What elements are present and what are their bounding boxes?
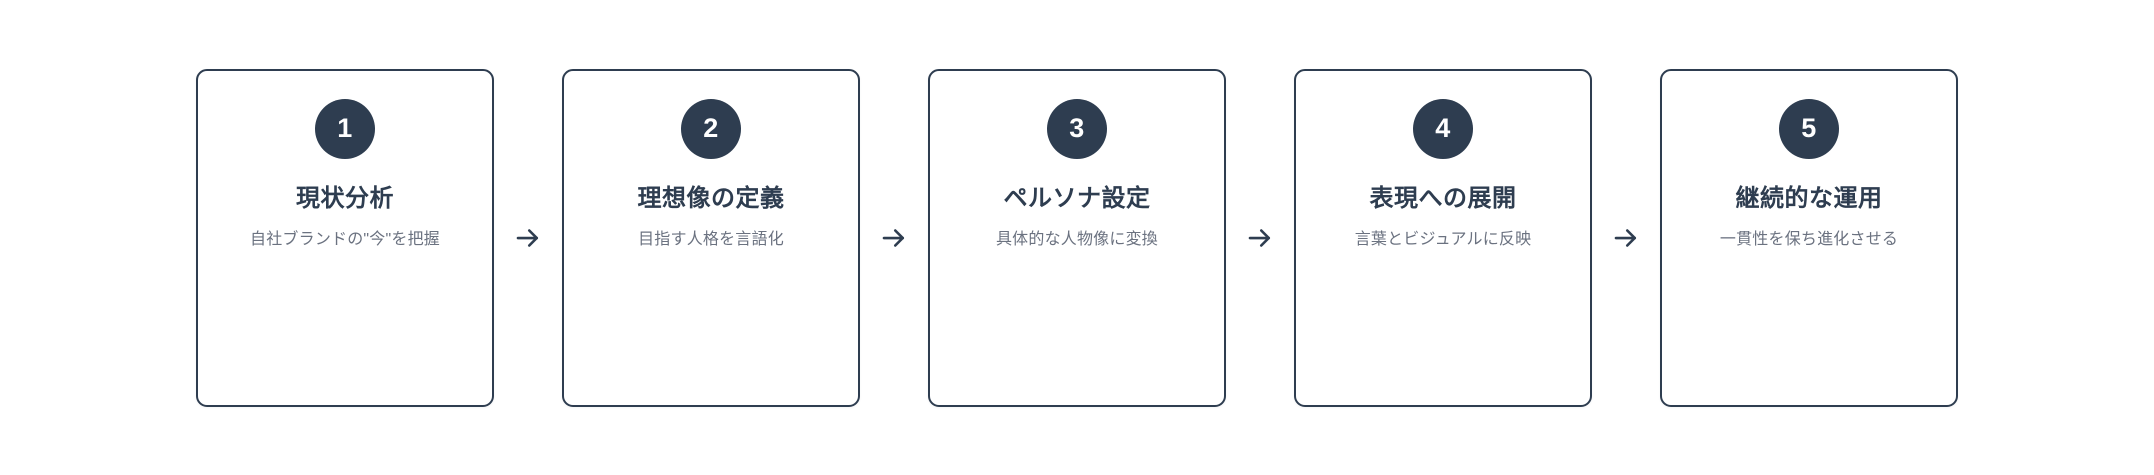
step-description: 言葉とビジュアルに反映 — [1354, 231, 1532, 249]
step-title: ペルソナ設定 — [1003, 184, 1151, 212]
step-number-badge: 2 — [681, 98, 741, 159]
process-step-card-2[interactable]: 2 理想像の定義 目指す人格を言語化 — [562, 68, 860, 407]
step-description: 具体的な人物像に変換 — [995, 231, 1158, 249]
step-number-badge: 4 — [1413, 98, 1473, 159]
step-description: 自社ブランドの"今"を把握 — [250, 231, 440, 249]
process-flow-track: 1 現状分析 自社ブランドの"今"を把握 2 理想像の定義 目指す人格を言語化 … — [196, 68, 1958, 407]
step-description: 目指す人格を言語化 — [638, 231, 784, 249]
process-step-card-3[interactable]: 3 ペルソナ設定 具体的な人物像に変換 — [928, 68, 1226, 407]
process-step-card-1[interactable]: 1 現状分析 自社ブランドの"今"を把握 — [196, 68, 494, 407]
step-number-badge: 3 — [1047, 98, 1107, 159]
arrow-right-icon — [494, 223, 562, 253]
step-title: 表現への展開 — [1369, 184, 1517, 212]
process-step-card-5[interactable]: 5 継続的な運用 一貫性を保ち進化させる — [1660, 68, 1958, 407]
step-title: 継続的な運用 — [1735, 184, 1883, 212]
step-title: 理想像の定義 — [637, 184, 785, 212]
step-number-badge: 5 — [1779, 98, 1839, 159]
arrow-right-icon — [1592, 223, 1660, 253]
step-description: 一貫性を保ち進化させる — [1719, 231, 1899, 249]
step-title: 現状分析 — [296, 184, 394, 212]
arrow-right-icon — [860, 223, 928, 253]
process-step-card-4[interactable]: 4 表現への展開 言葉とビジュアルに反映 — [1294, 68, 1592, 407]
step-number-badge: 1 — [315, 98, 375, 159]
arrow-right-icon — [1226, 223, 1294, 253]
